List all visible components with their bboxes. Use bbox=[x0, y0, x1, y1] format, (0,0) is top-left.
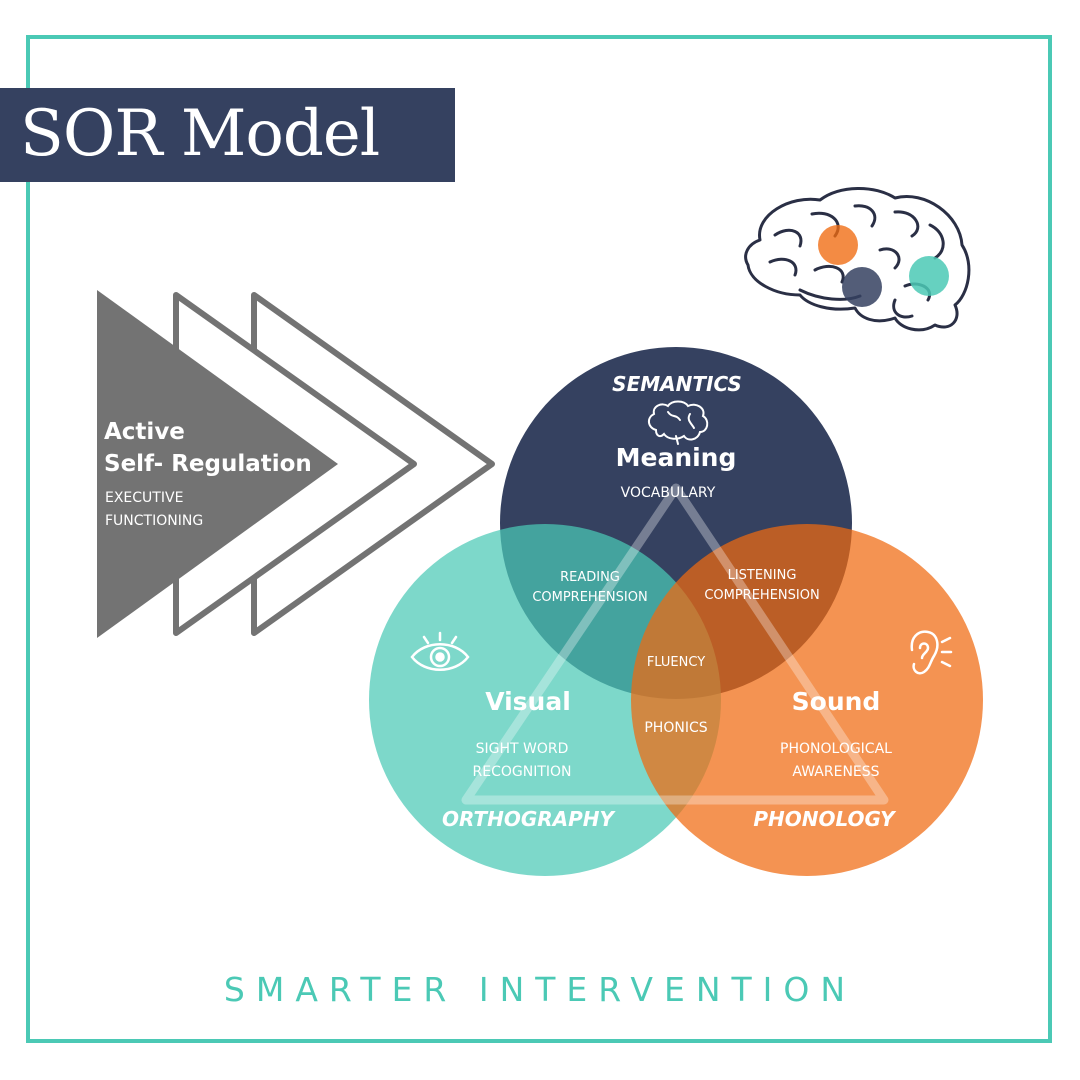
phonology-circle bbox=[631, 524, 983, 876]
phonological-line1: PHONOLOGICAL bbox=[780, 741, 892, 757]
phonological-line2: AWARENESS bbox=[792, 764, 879, 780]
phonology-label: PHONOLOGY bbox=[753, 807, 897, 831]
page-title: SOR Model bbox=[20, 97, 380, 171]
footer-brand: SMARTER INTERVENTION bbox=[223, 970, 857, 1009]
sound-title: Sound bbox=[792, 687, 881, 716]
fluency-label: FLUENCY bbox=[647, 655, 705, 670]
brain-icon bbox=[648, 400, 709, 445]
triangle-outline bbox=[461, 483, 889, 805]
visual-title: Visual bbox=[485, 687, 571, 716]
page-frame bbox=[26, 35, 1052, 1043]
semantics-label: SEMANTICS bbox=[612, 372, 742, 396]
vocabulary-label: VOCABULARY bbox=[621, 485, 716, 501]
brain-teal-spot bbox=[909, 256, 949, 296]
arrow-group bbox=[97, 290, 495, 638]
solid-grey-arrow bbox=[97, 290, 338, 638]
arrow-sub-line2: FUNCTIONING bbox=[105, 513, 203, 529]
arrow-sub-line1: EXECUTIVE bbox=[105, 490, 183, 506]
orthography-circle bbox=[369, 524, 721, 876]
orthography-label: ORTHOGRAPHY bbox=[442, 807, 617, 831]
title-banner bbox=[0, 88, 455, 182]
brain-orange-spot bbox=[818, 225, 858, 265]
meaning-title: Meaning bbox=[616, 443, 737, 472]
arrow-heading-line1: Active bbox=[104, 419, 185, 445]
eye-icon bbox=[410, 631, 470, 671]
reading-comprehension-line2: COMPREHENSION bbox=[532, 590, 647, 605]
sight-word-line2: RECOGNITION bbox=[473, 764, 572, 780]
listening-comprehension-line2: COMPREHENSION bbox=[704, 588, 819, 603]
venn-diagram bbox=[369, 347, 983, 876]
reading-comprehension-line1: READING bbox=[560, 570, 620, 585]
arrow-heading-line2: Self- Regulation bbox=[104, 451, 312, 477]
brain-navy-spot bbox=[842, 267, 882, 307]
sight-word-line1: SIGHT WORD bbox=[476, 741, 569, 757]
ear-icon bbox=[910, 630, 953, 675]
listening-comprehension-line1: LISTENING bbox=[728, 568, 797, 583]
phonics-label: PHONICS bbox=[644, 720, 707, 736]
